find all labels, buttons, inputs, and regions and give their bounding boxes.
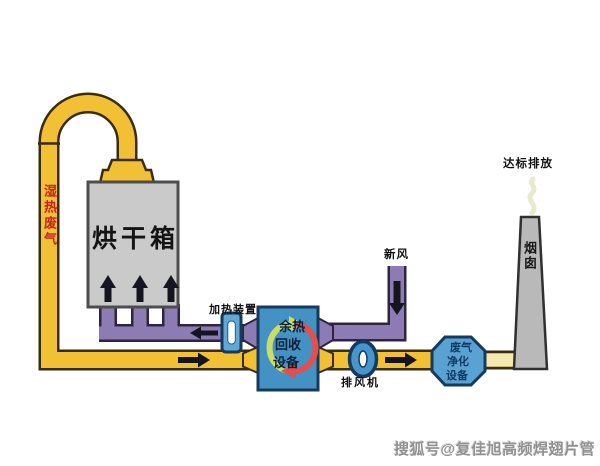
flow-arrow-right-icon (385, 352, 417, 368)
gas-purifier-label: 废气 净化 设备 (430, 341, 486, 383)
drying-oven-label: 烘干箱 (92, 225, 180, 253)
return-air-manifold (99, 304, 262, 340)
gas-purifier-line: 废气 (450, 342, 472, 354)
exhaust-pipe (41, 95, 464, 368)
heating-device-slot (227, 320, 236, 345)
heat-recovery-line: 回收 (274, 337, 301, 352)
flow-arrow-left-icon (190, 326, 218, 340)
heating-device-label: 加热装置 (209, 304, 257, 316)
gas-purifier-line: 设备 (446, 370, 468, 382)
oven-inlet-flange (98, 158, 156, 185)
recovery-connector (242, 316, 259, 351)
smoke-icon (527, 176, 537, 216)
exhaust-fan-hub (358, 350, 368, 368)
chimney-label: 烟囱 (522, 241, 537, 271)
fresh-air-pipe (318, 266, 404, 339)
up-arrow-icon (100, 275, 116, 302)
up-arrow-icon (132, 275, 148, 302)
fresh-air-label: 新风 (384, 249, 409, 261)
flow-arrow-down-icon (389, 281, 405, 315)
heat-recovery-line: 余热 (278, 319, 305, 334)
up-arrow-icon (163, 275, 179, 302)
recycle-red-arrow-icon (293, 321, 319, 374)
chimney-stack (512, 215, 549, 371)
watermark: 搜狐号@复佳旭高频焊翅片管 (394, 441, 596, 458)
heat-recovery-unit-label: 余热 回收 设备 (258, 318, 318, 372)
recycle-red-arrowhead-icon (281, 363, 296, 379)
wet-exhaust-gas-label: 湿热废气 (42, 184, 57, 248)
fresh-air-pipe-outline (318, 266, 407, 342)
recycle-green-arrow-icon (266, 321, 292, 374)
gas-purifier-box (430, 335, 487, 387)
heat-recovery-line: 设备 (272, 355, 299, 370)
gas-purifier-line: 净化 (447, 356, 469, 368)
emission-standard-label: 达标排放 (503, 158, 553, 170)
exhaust-fan-label: 排风机 (341, 377, 380, 389)
flow-arrow-right-icon (178, 352, 210, 368)
